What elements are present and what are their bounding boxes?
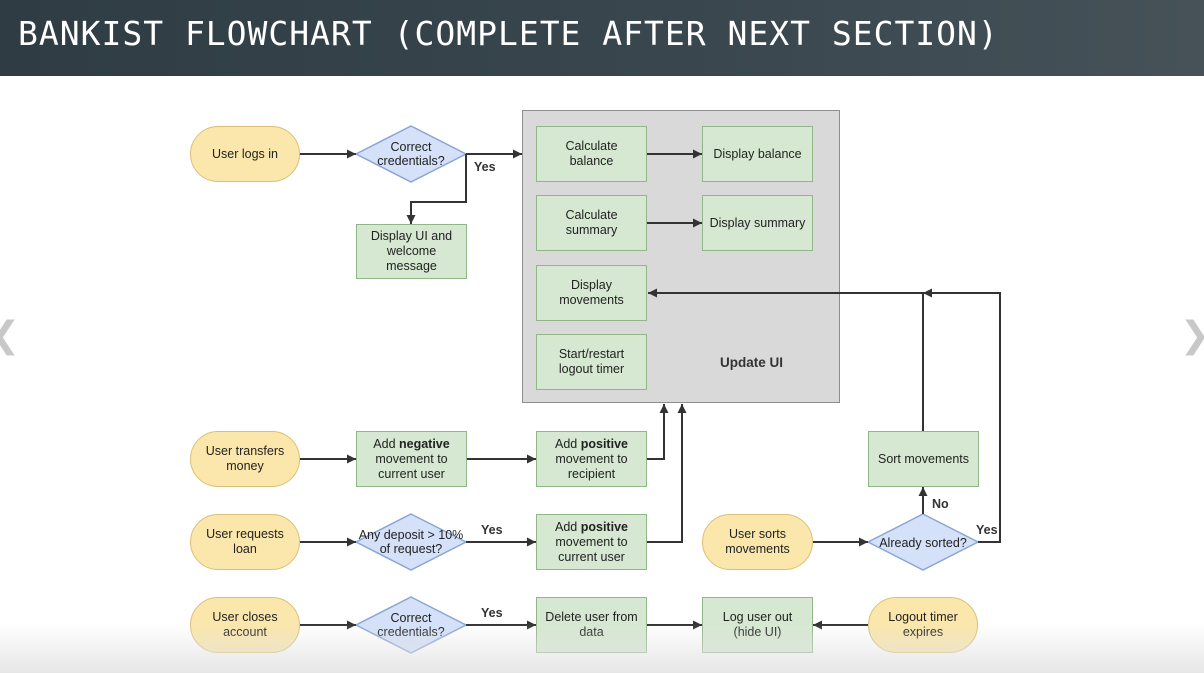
node-add-positive-current: Add positive movement to current user bbox=[536, 514, 647, 570]
text-part: movement to recipient bbox=[555, 451, 628, 481]
node-add-positive-recipient: Add positive movement to recipient bbox=[536, 431, 647, 487]
node-user-closes-account: User closes account bbox=[190, 597, 300, 653]
decision-label: Any deposit > 10%of request? bbox=[359, 528, 464, 556]
edge-positive-current-to-update-ui bbox=[647, 404, 687, 543]
update-ui-label: Update UI bbox=[720, 355, 784, 370]
node-add-negative-movement: Add negative movement to current user bbox=[356, 431, 467, 487]
node-logout-timer-expires: Logout timer expires bbox=[868, 597, 978, 653]
node-sort-movements: Sort movements bbox=[868, 431, 979, 487]
edge-label-close-yes: Yes bbox=[481, 606, 503, 620]
node-calculate-balance: Calculate balance bbox=[536, 126, 647, 182]
node-delete-user: Delete user from data bbox=[536, 597, 647, 653]
node-user-transfers-money: User transfers money bbox=[190, 431, 300, 487]
text-part: Add bbox=[373, 436, 399, 451]
edge-sort-to-display-movements bbox=[648, 288, 924, 431]
chevron-right-icon[interactable]: ❯ bbox=[1180, 318, 1204, 354]
text-emphasis: positive bbox=[580, 519, 628, 534]
node-display-ui-welcome: Display UI and welcome message bbox=[356, 224, 467, 279]
text-part: Add bbox=[555, 519, 581, 534]
node-display-balance: Display balance bbox=[702, 126, 813, 182]
node-calculate-summary: Calculate summary bbox=[536, 195, 647, 251]
edge-label-sorted-no: No bbox=[932, 497, 949, 511]
page-title: BANKIST FLOWCHART (COMPLETE AFTER NEXT S… bbox=[18, 14, 999, 53]
text-part: Add bbox=[555, 436, 581, 451]
decision-already-sorted: Already sorted? bbox=[866, 513, 980, 571]
node-user-logs-in: User logs in bbox=[190, 126, 300, 182]
edge-credentials-to-display-ui bbox=[406, 154, 467, 224]
node-add-positive-recipient-text: Add positive movement to recipient bbox=[545, 437, 638, 482]
node-add-positive-current-text: Add positive movement to current user bbox=[543, 520, 640, 565]
node-user-requests-loan: User requests loan bbox=[190, 514, 300, 570]
slide-header: BANKIST FLOWCHART (COMPLETE AFTER NEXT S… bbox=[0, 0, 1204, 76]
node-add-negative-text: Add negative movement to current user bbox=[363, 437, 460, 482]
chevron-left-icon[interactable]: ❮ bbox=[0, 318, 20, 354]
node-log-user-out: Log user out (hide UI) bbox=[702, 597, 813, 653]
edge-sorted-yes bbox=[923, 288, 1001, 543]
decision-label: Already sorted? bbox=[879, 536, 967, 550]
decision-any-deposit: Any deposit > 10%of request? bbox=[354, 513, 468, 571]
node-start-restart-timer: Start/restart logout timer bbox=[536, 334, 647, 390]
text-emphasis: negative bbox=[399, 436, 450, 451]
node-display-movements: Display movements bbox=[536, 265, 647, 321]
text-part: movement to current user bbox=[375, 451, 448, 481]
text-part: movement to current user bbox=[555, 534, 628, 564]
node-display-summary: Display summary bbox=[702, 195, 813, 251]
text-emphasis: positive bbox=[580, 436, 628, 451]
node-user-sorts-movements: User sorts movements bbox=[702, 514, 813, 570]
edge-label-login-yes: Yes bbox=[474, 160, 496, 174]
edge-label-sorted-yes: Yes bbox=[976, 523, 998, 537]
edge-positive-recipient-to-update-ui bbox=[647, 404, 669, 460]
edge-label-loan-yes: Yes bbox=[481, 523, 503, 537]
